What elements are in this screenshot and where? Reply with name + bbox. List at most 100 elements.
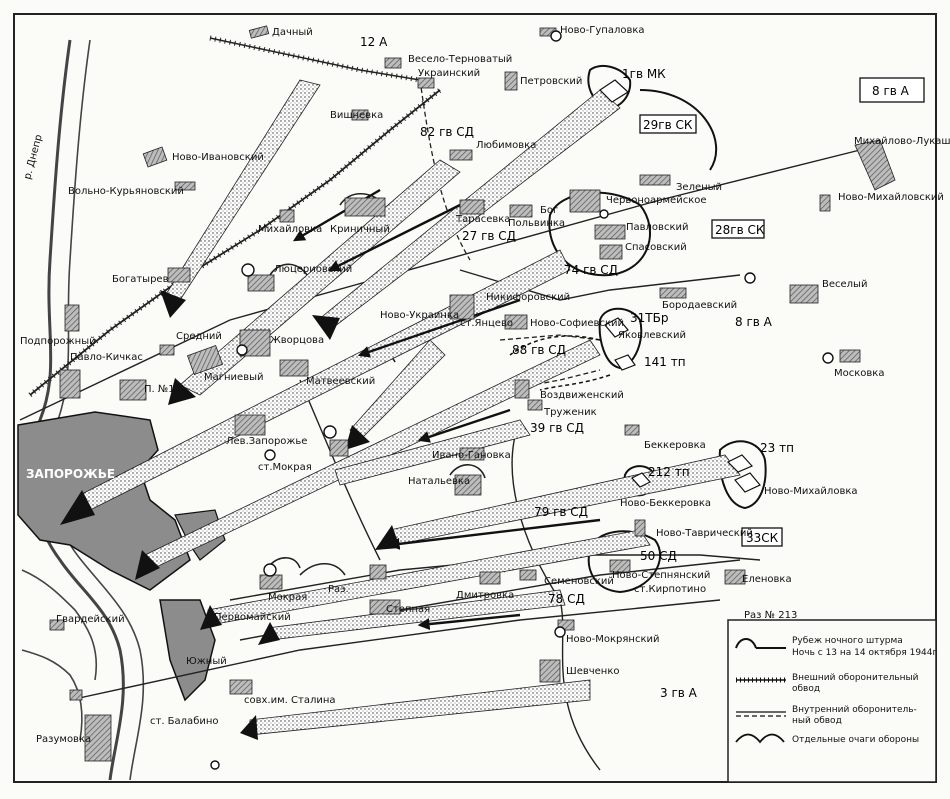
place-gvardeysky: Гвардейский [56, 614, 125, 625]
place-styantsevo: ст.Янцево [460, 318, 513, 329]
place-novomihaylovsky: Ново-Михайловский [838, 192, 944, 203]
label-33sk: 33СК [746, 531, 779, 545]
label-79gvsd: 79 гв СД [534, 505, 588, 519]
legend-strongpoints: Отдельные очаги обороны [792, 735, 919, 745]
place-mihaylovka: Михайловка [258, 224, 322, 235]
place-zhvortsova: Жворцова [270, 335, 324, 346]
place-podporozhny: Подпорожный [20, 336, 96, 347]
place-stmokraya: ст.Мокрая [258, 462, 312, 473]
label-78sd: 78 СД [548, 592, 585, 606]
arrow-3gva [249, 679, 591, 736]
place-pn11: П. №11 [144, 384, 181, 395]
legend-inner-line-1: Внутренний оборонитель- [792, 705, 917, 715]
legend-inner-line-2: ный обвод [792, 716, 842, 726]
legend: Рубеж ночного штурма Ночь с 13 на 14 окт… [727, 619, 937, 783]
place-labels: Дачный Весело-Терноватый Ново-Гупаловка … [20, 25, 950, 745]
legend-outer-line-1: Внешний оборонительный [792, 673, 919, 683]
place-moskovka: Московка [834, 368, 884, 379]
arrow-heads [60, 290, 400, 740]
label-74gvsd: 74 гв СД [564, 263, 618, 277]
place-raz: Раз. [328, 584, 349, 595]
label-12a: 12 А [360, 35, 388, 49]
place-vishnevka: Вишневка [330, 110, 383, 121]
place-novomokryansky: Ново-Мокрянский [566, 634, 659, 645]
label-212tp: 212 тп [648, 465, 690, 479]
place-matveevsky: Матвеевский [306, 376, 375, 387]
place-dachny: Дачный [272, 27, 313, 38]
place-ukrainsky: Украинский [418, 68, 480, 79]
label-82gvsd: 82 гв СД [420, 125, 474, 139]
place-dnepr: р. Днепр [22, 133, 45, 180]
place-tarasevka: Тарасевка [455, 214, 510, 225]
label-8gva-box: 8 гв А [872, 84, 910, 98]
place-ivanoganovka: Ивано-Гановка [432, 450, 511, 461]
legend-outer-line-2: обвод [792, 684, 820, 694]
place-vesely: Веселый [822, 279, 867, 290]
place-truzhenik: Труженик [543, 407, 597, 418]
label-29gvsk: 29гв СК [643, 118, 693, 132]
place-zaporozhye: ЗАПОРОЖЬЕ [26, 467, 115, 481]
place-novomihaylovka: Ново-Михайловка [764, 486, 858, 497]
place-stepnaya: Степная [386, 604, 430, 615]
place-novostepnyansky: Ново-Степнянский [612, 570, 710, 581]
legend-assault-line-1: Рубеж ночного штурма [792, 636, 903, 646]
place-magnievy: Магниевый [204, 372, 264, 383]
legend-assault-line-2: Ночь с 13 на 14 октября 1944г [792, 648, 937, 658]
place-bekkerovka: Беккеровка [644, 440, 706, 451]
place-yakovlevsky: Яковлевский [618, 330, 686, 341]
place-novotavrichesky: Ново-Таврический [656, 528, 753, 539]
place-borodaevsky: Бородаевский [662, 300, 737, 311]
label-1gvmk: 1гв МК [622, 67, 666, 81]
place-pokhvinka: Польвинка [508, 218, 565, 229]
place-dmitrovka: Дмитровка [456, 590, 514, 601]
place-shevchenko: Шевченко [566, 666, 620, 677]
place-mokraya: Мокрая [268, 592, 307, 603]
place-pervomaysky: Первомайский [214, 612, 291, 623]
label-39gvsd: 39 гв СД [530, 421, 584, 435]
place-yuzhny: Южный [186, 656, 227, 667]
place-pavlokichkas: Павло-Кичкас [70, 352, 143, 363]
label-88gvsd: 88 гв СД [512, 343, 566, 357]
label-8gva: 8 гв А [735, 315, 773, 329]
place-bog: Бог [540, 205, 558, 216]
place-elenovka: Еленовка [742, 574, 792, 585]
place-bogatyrev: Богатырев [112, 274, 169, 285]
junctions [210, 30, 834, 770]
place-sredny: Средний [176, 331, 222, 342]
place-novosofievsky: Ново-Софиевский [530, 318, 624, 329]
place-novobekkerovka: Ново-Беккеровка [620, 498, 711, 509]
label-23tp: 23 тп [760, 441, 794, 455]
place-chervonoarm: Червоноармейское [606, 195, 707, 206]
small-arrows [292, 188, 601, 631]
place-petrovsky: Петровский [520, 76, 582, 87]
arrow-39gvsd [334, 419, 531, 486]
unit-labels: 12 А 8 гв А 1гв МК 29гв СК 82 гв СД 27 г… [360, 35, 910, 700]
place-krinichny: Криничный [330, 224, 390, 235]
place-volnokuryanovsky: Вольно-Курьяновский [68, 186, 184, 197]
place-nikiforovsky: Никифоровский [486, 292, 570, 303]
place-stbalabino: ст. Балабино [150, 716, 219, 727]
place-zeleny: Зеленый [676, 182, 722, 193]
label-28gvsk: 28гв СК [715, 223, 765, 237]
place-spasovsky: Спасовский [625, 242, 687, 253]
place-sovkhoz: совх.им. Сталина [244, 695, 336, 706]
place-raz213: Раз № 213 [744, 610, 797, 621]
dashed-arrows [509, 335, 611, 391]
place-lyuceriovsky: Люцериовский [274, 264, 352, 275]
place-pavlovsky: Павловский [626, 222, 688, 233]
label-141tp: 141 тп [644, 355, 686, 369]
place-vozdvizhensky: Воздвиженский [540, 390, 624, 401]
map-frame [13, 13, 937, 783]
place-levzaporozhye: Лев.Запорожье [226, 436, 307, 447]
place-novoukrainka: Ново-Украинка [380, 310, 459, 321]
place-vesterkov: Весело-Терноватый [408, 54, 512, 65]
unit-boxes [639, 77, 925, 547]
settlements [49, 25, 896, 762]
label-3gva: 3 гв А [660, 686, 698, 700]
place-novoivanovsky: Ново-Ивановский [172, 152, 264, 163]
place-razumovka: Разумовка [36, 734, 91, 745]
place-semenovsky: Семеновский [544, 576, 614, 587]
place-lyubimovka: Любимовка [476, 140, 536, 151]
